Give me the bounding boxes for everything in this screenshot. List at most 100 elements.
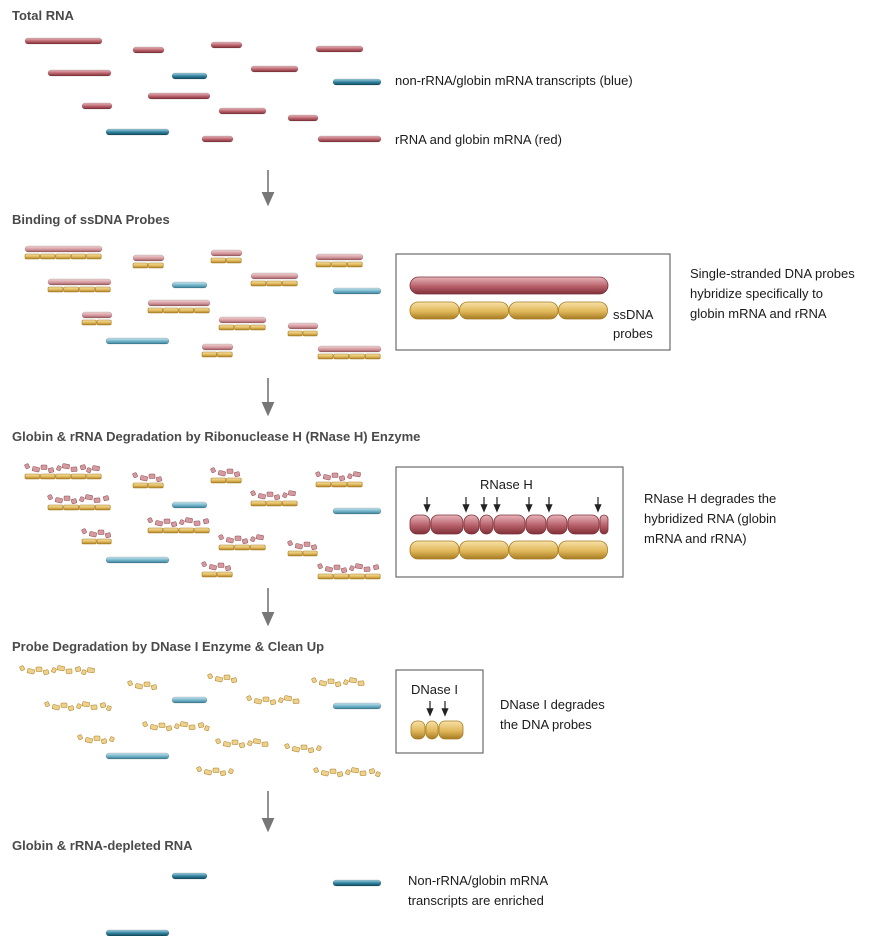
section-title-rnase: Globin & rRNA Degradation by Ribonucleas…	[12, 429, 420, 444]
degraded-probe-fragments	[77, 734, 115, 745]
rnase-degraded-strands	[24, 463, 382, 580]
ssdna-probe	[47, 504, 111, 511]
inset-box-dnase	[395, 669, 484, 754]
rrna-strand	[81, 102, 113, 110]
inset-rna-strand	[409, 276, 609, 295]
ssdna-probe	[315, 481, 363, 488]
ssdna-probe	[47, 286, 111, 293]
total-rna-strands	[24, 37, 382, 143]
ssdna-probe	[218, 544, 266, 551]
bound-rrna-strand	[218, 316, 267, 324]
bound-rrna-strand	[210, 249, 243, 257]
degraded-rna-fragments	[81, 528, 112, 539]
bound-rrna-strand	[250, 272, 299, 280]
dnase-fragments	[19, 665, 382, 778]
degraded-probe-fragments	[313, 767, 381, 778]
degraded-rna-fragments	[317, 563, 380, 574]
degraded-rna-fragments	[287, 540, 318, 551]
enriched-mrna-strand	[171, 872, 208, 880]
inset-probe-hybrid	[409, 276, 609, 320]
bound-rrna-strand	[315, 253, 364, 261]
degraded-probe-fragments	[207, 673, 238, 684]
ssdna-probe	[81, 538, 112, 545]
rrna-strand	[250, 65, 299, 73]
ssdna-probe	[317, 353, 381, 360]
inset-dnase-label: DNase I	[411, 682, 458, 697]
desc-rnase-line-1: RNase H degrades the	[644, 491, 776, 506]
desc-rnase-line-3: mRNA and rRNA)	[644, 531, 747, 546]
mrna-strand	[332, 78, 382, 86]
degraded-probe-fragments	[142, 721, 210, 732]
ssdna-probe	[210, 257, 242, 264]
mrna-strand	[105, 128, 170, 136]
ssdna-probe	[147, 527, 210, 534]
inset-dnase-probe	[410, 701, 464, 740]
ssdna-probe	[147, 307, 210, 314]
ssdna-probe	[287, 550, 318, 557]
bound-rrna-strand	[317, 345, 382, 353]
degraded-rna-fragments	[147, 517, 210, 528]
degraded-rna-fragments	[201, 561, 232, 572]
mrna-strand	[105, 337, 170, 345]
ssdna-probe	[201, 351, 233, 358]
enriched-strands	[105, 872, 382, 936]
desc-probes-line-3: globin mRNA and rRNA	[690, 306, 827, 321]
ssdna-probe	[132, 482, 164, 489]
degraded-rna-fragments	[250, 490, 296, 501]
desc-rnase-line-2: hybridized RNA (globin	[644, 511, 776, 526]
inset-rnase-label: RNase H	[480, 477, 533, 492]
mrna-strand	[105, 752, 170, 760]
rrna-strand	[210, 41, 243, 49]
degraded-probe-fragments	[19, 665, 95, 676]
ssdna-probe	[218, 324, 266, 331]
mrna-strand	[171, 72, 208, 80]
ssdna-probe	[317, 573, 381, 580]
desc-dnase-line-2: the DNA probes	[500, 717, 592, 732]
inset-dnase-probe-body	[410, 720, 464, 740]
desc-dnase-line-1: DNase I degrades	[500, 697, 605, 712]
rrna-strand	[24, 37, 103, 45]
degraded-rna-fragments	[132, 472, 163, 483]
desc-final-line-2: transcripts are enriched	[408, 893, 544, 908]
section-title-dnase: Probe Degradation by DNase I Enzyme & Cl…	[12, 639, 324, 654]
inset-cleaved-rna	[409, 514, 609, 535]
degraded-probe-fragments	[215, 738, 269, 749]
degraded-probe-fragments	[284, 743, 322, 754]
inset-rnase-cleavage	[409, 497, 609, 560]
rrna-strand	[315, 45, 364, 53]
ssdna-probe	[24, 473, 102, 480]
section-title-total-rna: Total RNA	[12, 8, 74, 23]
bound-rrna-strand	[201, 343, 234, 351]
bound-rrna-strand	[147, 299, 211, 307]
probe-bound-strands	[24, 245, 382, 360]
degraded-probe-fragments	[311, 677, 365, 688]
mrna-strand	[332, 702, 382, 710]
rrna-strand	[201, 135, 234, 143]
inset-probes-label-1: ssDNA	[613, 307, 654, 322]
degraded-rna-fragments	[210, 467, 241, 478]
bound-rrna-strand	[81, 311, 113, 319]
rrna-strand	[47, 69, 112, 77]
ssdna-probe	[287, 330, 318, 337]
mrna-strand	[171, 281, 208, 289]
inset-probes-label-2: probes	[613, 326, 653, 341]
legend-red-text: rRNA and globin mRNA (red)	[395, 132, 562, 147]
rrna-strand	[147, 92, 211, 100]
ssdna-probe	[250, 500, 298, 507]
rrna-strand	[317, 135, 382, 143]
degraded-probe-fragments	[196, 766, 234, 777]
mrna-strand	[171, 696, 208, 704]
mrna-strand	[105, 556, 170, 564]
desc-probes-line-1: Single-stranded DNA probes	[690, 266, 855, 281]
ssdna-probe	[250, 280, 298, 287]
ssdna-probe	[210, 477, 242, 484]
degraded-probe-fragments	[246, 695, 300, 706]
degraded-rna-fragments	[47, 494, 110, 505]
legend-blue-text: non-rRNA/globin mRNA transcripts (blue)	[395, 73, 633, 88]
inset-probe-strand	[409, 301, 608, 320]
bound-rrna-strand	[287, 322, 319, 330]
degraded-rna-fragments	[24, 463, 100, 474]
desc-probes-line-2: hybridize specifically to	[690, 286, 823, 301]
ssdna-probe	[24, 253, 102, 260]
